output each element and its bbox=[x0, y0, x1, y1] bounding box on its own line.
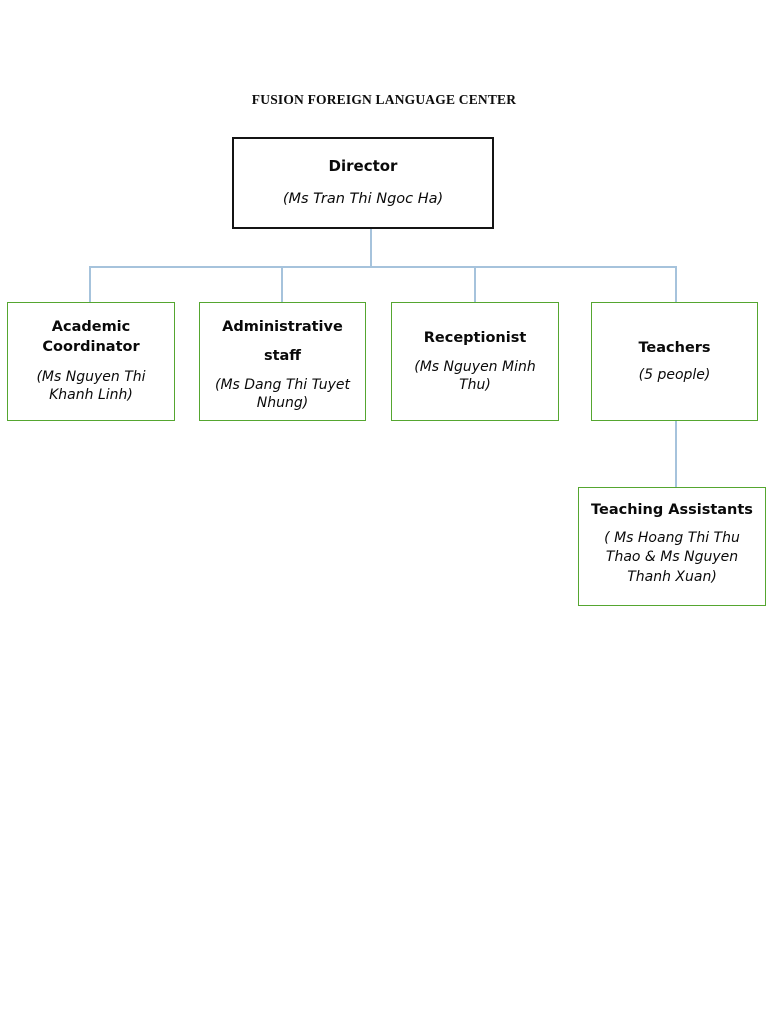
node-administrative-staff-subtitle: (Ms Dang Thi Tuyet Nhung) bbox=[214, 377, 351, 412]
connector-drop-teachers bbox=[675, 266, 677, 302]
node-director[interactable]: Director (Ms Tran Thi Ngoc Ha) bbox=[232, 137, 494, 229]
node-teaching-assistants-subtitle: ( Ms Hoang Thi Thu Thao & Ms Nguyen Than… bbox=[604, 529, 740, 586]
node-director-subtitle: (Ms Tran Thi Ngoc Ha) bbox=[282, 191, 444, 208]
connector-director-stem bbox=[370, 229, 372, 267]
connector-teachers-to-assistants bbox=[675, 421, 677, 487]
node-teachers[interactable]: Teachers (5 people) bbox=[591, 302, 758, 421]
connector-drop-admin bbox=[281, 266, 283, 302]
node-director-title: Director bbox=[328, 156, 398, 175]
node-administrative-staff-title-line1: Administrative bbox=[222, 319, 343, 335]
node-receptionist-subtitle: (Ms Nguyen Minh Thu) bbox=[414, 358, 536, 393]
node-academic-coordinator-subtitle: (Ms Nguyen Thi Khanh Linh) bbox=[36, 369, 146, 404]
node-receptionist[interactable]: Receptionist (Ms Nguyen Minh Thu) bbox=[391, 302, 559, 421]
connector-horizontal-bus bbox=[89, 266, 677, 268]
node-receptionist-title: Receptionist bbox=[423, 330, 527, 347]
node-teachers-title: Teachers bbox=[638, 339, 711, 356]
node-teaching-assistants[interactable]: Teaching Assistants ( Ms Hoang Thi Thu T… bbox=[578, 487, 766, 606]
connector-drop-receptionist bbox=[474, 266, 476, 302]
node-administrative-staff-title-line2: staff bbox=[263, 348, 302, 364]
node-administrative-staff[interactable]: Administrative staff (Ms Dang Thi Tuyet … bbox=[199, 302, 366, 421]
node-academic-coordinator[interactable]: Academic Coordinator (Ms Nguyen Thi Khan… bbox=[7, 302, 175, 421]
node-teachers-subtitle: (5 people) bbox=[638, 367, 711, 384]
connector-drop-academic bbox=[89, 266, 91, 302]
chart-title: FUSION FOREIGN LANGUAGE CENTER bbox=[251, 92, 517, 107]
node-teaching-assistants-title: Teaching Assistants bbox=[591, 502, 753, 518]
node-academic-coordinator-title: Academic Coordinator bbox=[42, 319, 140, 355]
